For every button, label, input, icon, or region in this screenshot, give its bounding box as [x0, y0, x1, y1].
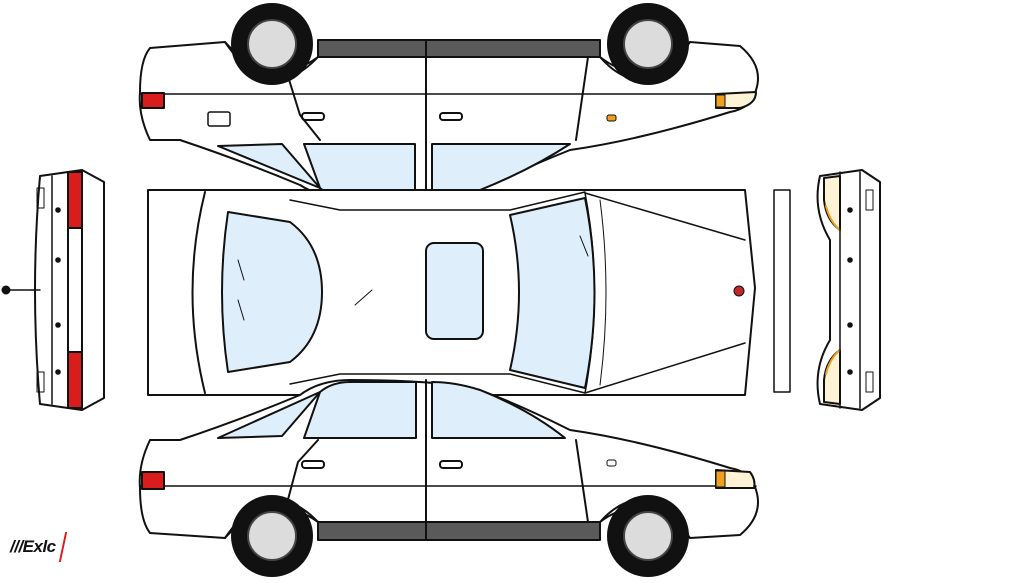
front-bumper-outline — [816, 169, 881, 411]
front-view — [816, 169, 881, 411]
wheel-top-rear — [231, 3, 313, 85]
rear-door-window-bottom — [303, 381, 417, 439]
wheel-bottom-front — [607, 495, 689, 577]
windshield-top-view — [509, 197, 596, 389]
headlight-top — [715, 91, 757, 109]
rear-view — [1, 169, 105, 411]
brand-logo: ///Exlc — [10, 532, 67, 562]
front-emblem — [733, 285, 745, 297]
rear-quarter-window-top — [217, 143, 321, 189]
rear-window-top-view — [221, 211, 323, 373]
wheel-bottom-rear — [231, 495, 313, 577]
wheel-top-front — [607, 3, 689, 85]
headlight-bottom — [715, 469, 756, 489]
logo-text: ///Exlc — [10, 537, 56, 556]
rear-quarter-window-bottom — [217, 391, 321, 439]
tail-light-bottom — [141, 471, 165, 490]
side-view-top — [138, 3, 759, 199]
tail-light-top — [141, 92, 165, 109]
front-door-window-bottom — [431, 381, 566, 439]
rocker-panel-top — [317, 39, 601, 58]
rocker-panel-bottom — [317, 521, 601, 541]
top-view — [147, 189, 756, 396]
sunroof — [425, 242, 484, 340]
side-view-bottom — [138, 379, 759, 577]
glass-strip — [773, 189, 791, 393]
